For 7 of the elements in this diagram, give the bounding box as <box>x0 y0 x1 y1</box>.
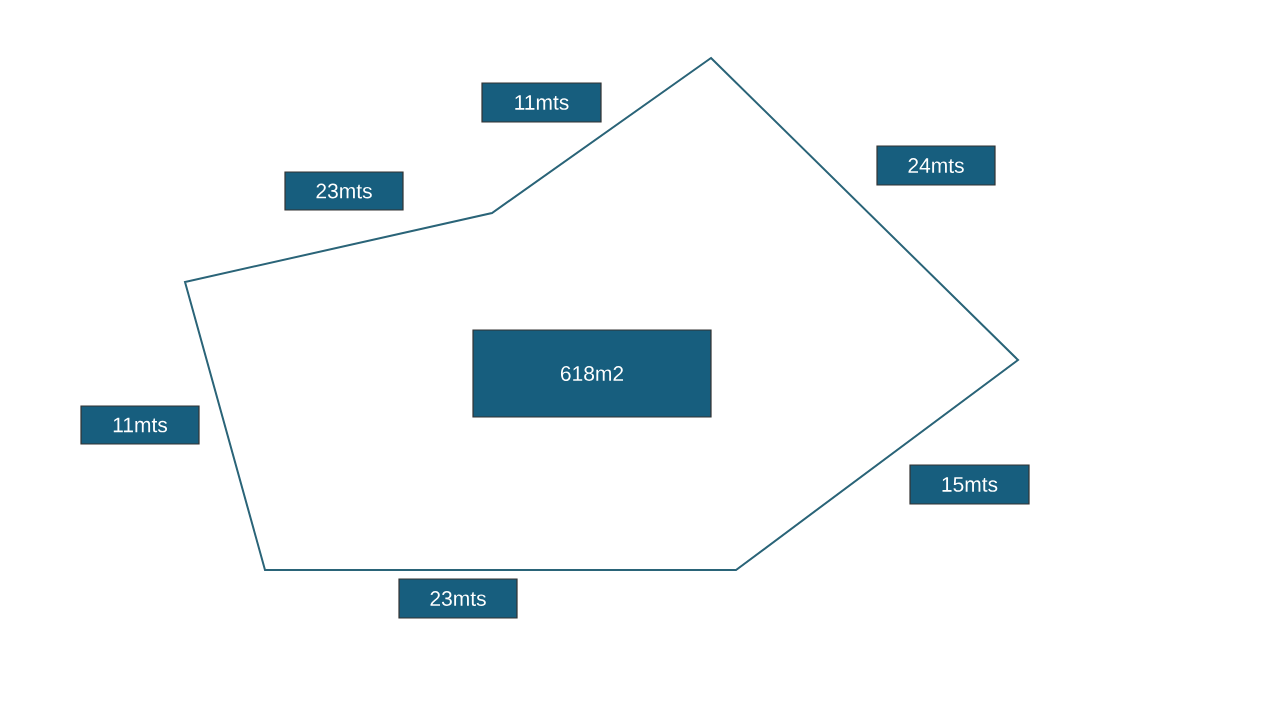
dimension-label: 24mts <box>876 145 996 186</box>
dimension-label: 23mts <box>284 171 404 211</box>
area-box: 618m2 <box>472 329 712 418</box>
dimension-label: 11mts <box>481 82 602 123</box>
dimension-label: 11mts <box>80 405 200 445</box>
dimension-label: 15mts <box>909 464 1030 505</box>
dimension-label: 23mts <box>398 578 518 619</box>
